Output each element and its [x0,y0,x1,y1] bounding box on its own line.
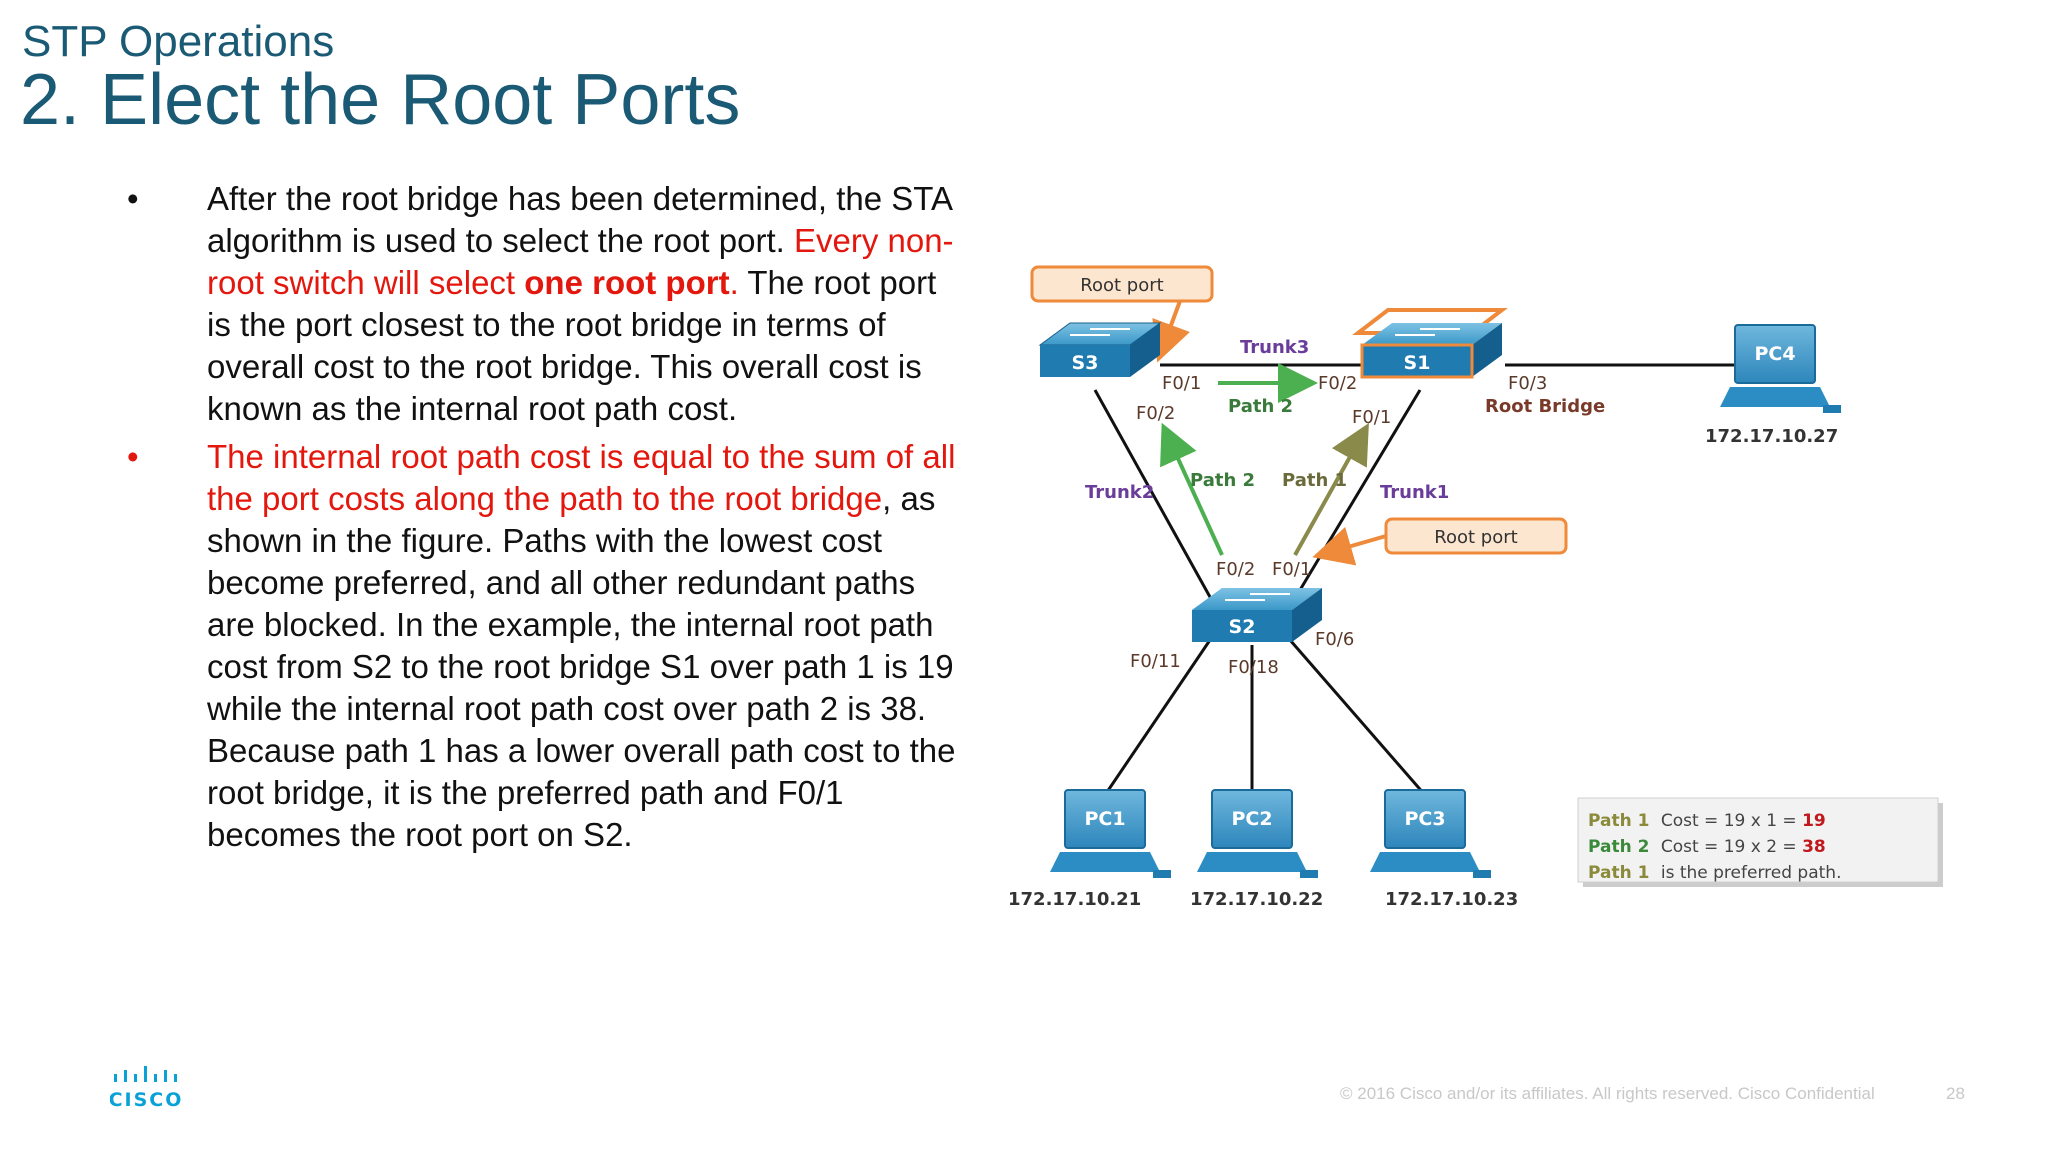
switch-label: S3 [1072,352,1099,374]
bullet-dot: • [127,438,139,475]
text-segment: After the root bridge has been determine… [207,180,952,259]
text-segment: . [729,264,739,301]
bullet-dot: • [127,180,139,217]
page-number: 28 [1946,1084,1965,1103]
ip-label-pc4: 172.17.10.27 [1705,426,1838,447]
port-label: F0/2 [1216,559,1255,580]
legend-line-3: Path 1 is the preferred path. [1588,863,1841,883]
trunk1-link [1283,389,1422,616]
pc-label: PC4 [1754,343,1795,365]
root-bridge-label: Root Bridge [1485,396,1605,417]
legend-line-2: Path 2 Cost = 19 x 2 = 38 [1588,837,1826,857]
text-segment: The internal root path cost is equal to … [207,438,956,517]
cost-legend: Path 1 Cost = 19 x 1 = 19 Path 2 Cost = … [1577,797,1943,887]
pc-label: PC1 [1084,808,1125,830]
legend-line-1: Path 1 Cost = 19 x 1 = 19 [1588,811,1826,831]
switch-s3: S3 [1038,322,1162,377]
pc-label: PC3 [1404,808,1445,830]
bullet-2: • The internal root path cost is equal t… [125,436,965,856]
text-segment: , as shown in the figure. Paths with the… [207,480,956,853]
port-label: F0/6 [1315,629,1354,650]
port-label: F0/18 [1228,657,1279,678]
path-label: Path 2 [1228,396,1293,417]
trunk3-label: Trunk3 [1240,337,1309,358]
root-port-label: Root port [1080,275,1163,296]
switch-s1: S1 [1352,308,1508,379]
pc-pc1: PC1 [1050,789,1171,878]
switch-s2: S2 [1192,588,1322,642]
port-label: F0/1 [1352,407,1391,428]
ip-label-pc1: 172.17.10.21 [1008,889,1141,910]
root-port-callout-middle: Root port [1312,517,1568,566]
port-label: F0/11 [1130,651,1181,672]
port-label: F0/2 [1136,403,1175,424]
path-label: Path 2 [1190,470,1255,491]
s2-pc3-link [1288,639,1427,796]
pc-label: PC2 [1231,808,1272,830]
port-label: F0/2 [1318,373,1357,394]
bullet-1: • After the root bridge has been determi… [125,178,965,430]
copyright-footer: © 2016 Cisco and/or its affiliates. All … [1340,1084,1875,1103]
port-label: F0/1 [1272,559,1311,580]
slide-title: 2. Elect the Root Ports [20,60,741,140]
pc-pc4: PC4 [1720,324,1841,413]
logo-text: CISCO [110,1089,183,1110]
cisco-logo: CISCO [109,1062,200,1111]
path-label: Path 1 [1282,470,1347,491]
ip-label-pc3: 172.17.10.23 [1385,889,1518,910]
path2-left-arrow [1160,422,1224,556]
s2-pc1-link [1103,639,1212,796]
switch-label: S2 [1229,616,1256,638]
root-port-callout-top: Root port [1030,265,1214,363]
text-segment: Every non-root switch will select [207,222,954,301]
stp-diagram: Root port Root port S3 S1 S2 PC4 [1008,265,1943,910]
root-port-label: Root port [1434,527,1517,548]
trunk1-label: Trunk1 [1380,482,1449,503]
body-text: • After the root bridge has been determi… [125,178,965,862]
switch-label: S1 [1404,352,1431,374]
ip-label-pc2: 172.17.10.22 [1190,889,1323,910]
text-segment: The root port is the port closest to the… [207,264,937,427]
trunk2-label: Trunk2 [1085,482,1154,503]
slide-subtitle: STP Operations [22,17,335,66]
pc-pc3: PC3 [1370,789,1491,878]
text-segment: one root port [524,264,730,301]
pc-pc2: PC2 [1197,789,1318,878]
links [1093,363,1745,796]
port-label: F0/3 [1508,373,1547,394]
path1-right-arrow [1293,423,1369,556]
port-label: F0/1 [1162,373,1201,394]
trunk2-link [1093,389,1222,616]
